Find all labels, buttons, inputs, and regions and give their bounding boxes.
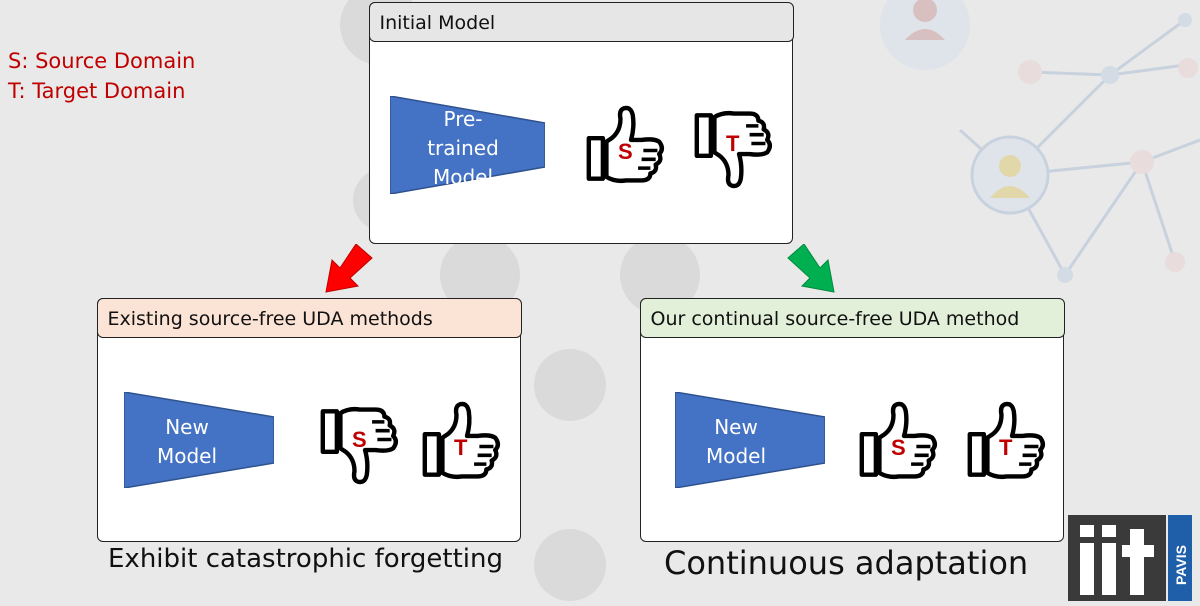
initial-model-title: Initial Model [368,1,794,42]
initial-model-panel: Initial Model Pre- trained Model S T [368,1,794,244]
ours-caption: Continuous adaptation [664,544,1029,582]
source-thumbs-down-icon: S [314,395,402,491]
thumb-letter: T [999,435,1013,460]
thumb-letter: T [454,435,468,460]
target-thumbs-up-icon: T [416,395,504,491]
new-model-shape [675,392,825,488]
source-thumbs-up-icon: S [853,395,941,491]
legend-source: S: Source Domain [8,49,196,73]
thumb-letter: S [891,435,906,460]
green-down-arrow-icon [787,244,835,293]
pretrained-model-label: Pre- trained Model [427,107,499,189]
new-model-shape [124,392,274,488]
existing-methods-panel: Existing source-free UDA methods New Mod… [96,297,522,542]
source-thumbs-up-icon: S [580,99,668,195]
legend-target: T: Target Domain [8,79,186,103]
pretrained-model-shape [390,96,545,194]
red-down-arrow-icon [325,244,373,293]
new-model-label: New Model [156,415,218,468]
logo-subtext: PAVIS [1173,545,1189,585]
thumb-letter: S [352,427,367,452]
legend: S: Source Domain T: Target Domain [8,46,195,106]
thumb-letter: S [618,139,633,164]
new-model-label: New Model [705,415,767,468]
target-thumbs-down-icon: T [688,99,776,195]
our-method-title: Our continual source-free UDA method [639,297,1065,338]
target-thumbs-up-icon: T [961,395,1049,491]
existing-caption: Exhibit catastrophic forgetting [108,544,503,574]
our-method-panel: Our continual source-free UDA method New… [639,297,1065,542]
existing-methods-title: Existing source-free UDA methods [96,297,522,338]
iit-pavis-logo: PAVIS [1068,515,1192,601]
thumb-letter: T [726,131,740,156]
